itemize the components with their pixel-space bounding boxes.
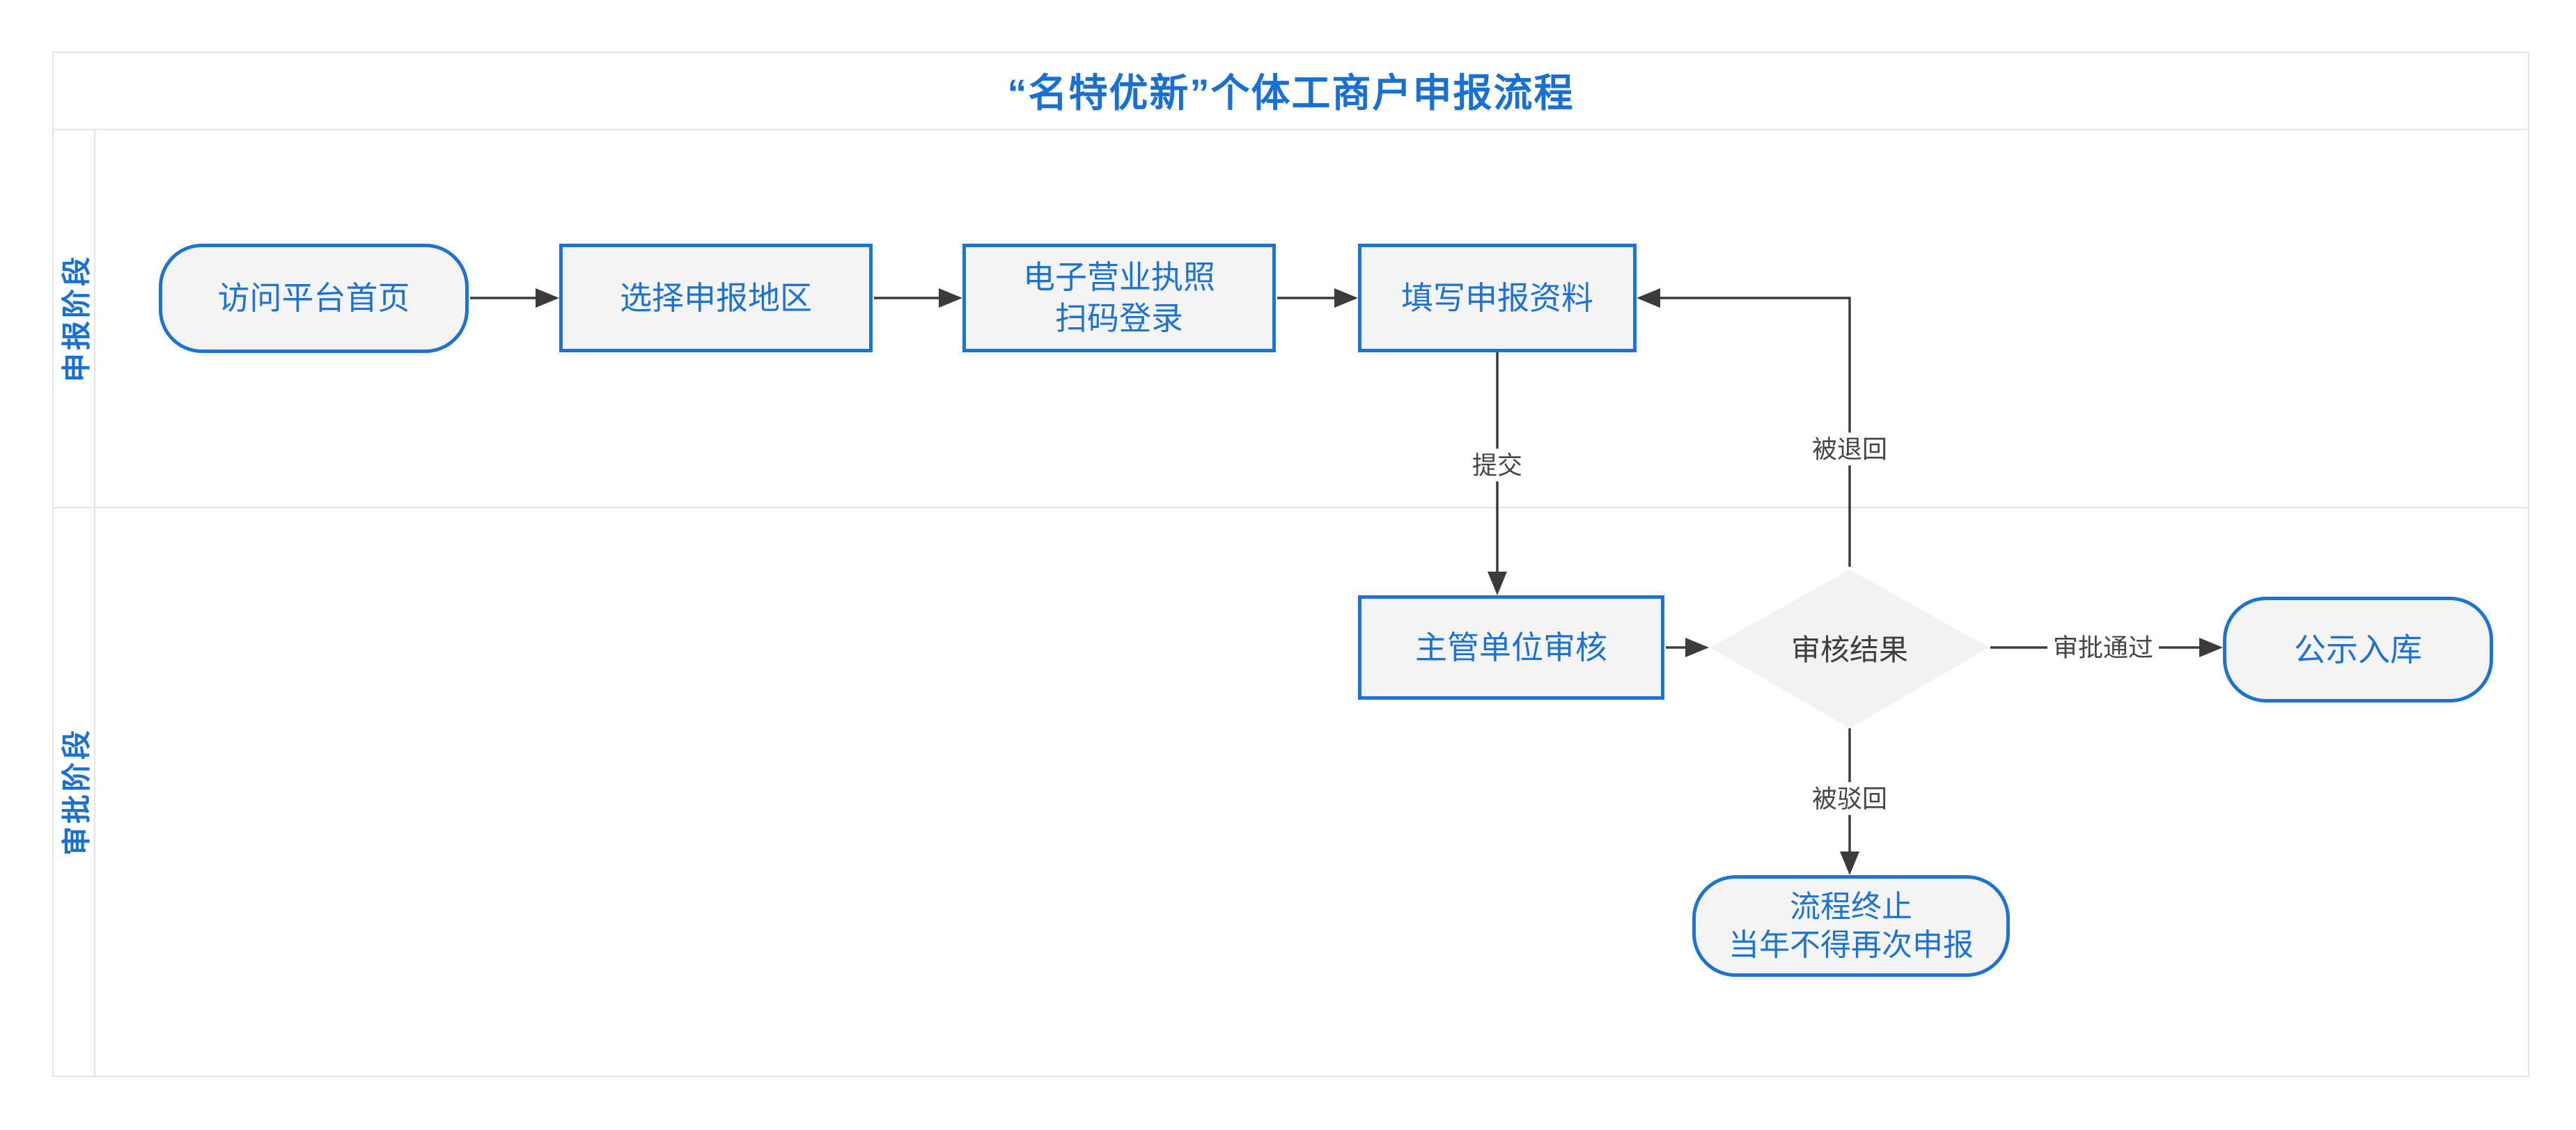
node-publish-storage: 公示入库: [2223, 597, 2493, 703]
node-process-terminate-line1: 流程终止: [1790, 890, 1912, 924]
node-license-scan-login-line1: 电子营业执照: [1023, 259, 1215, 296]
title-divider-line: [52, 129, 2529, 130]
flowchart-frame: [52, 52, 2529, 1077]
lane-label-approve-phase: 审批阶段: [60, 727, 93, 856]
node-unit-review-label: 主管单位审核: [1415, 629, 1607, 666]
node-publish-storage-label: 公示入库: [2294, 631, 2422, 668]
edge-label-rejected: 被驳回: [1806, 782, 1894, 815]
node-license-scan-login-line2: 扫码登录: [1055, 300, 1183, 336]
edge-label-approved: 审批通过: [2047, 631, 2160, 664]
node-fill-materials: 填写申报资料: [1358, 244, 1637, 352]
node-select-region: 选择申报地区: [559, 244, 873, 352]
node-unit-review: 主管单位审核: [1358, 595, 1664, 700]
node-process-terminate: 流程终止 当年不得再次申报: [1692, 875, 2010, 977]
lane-label-column-line: [94, 129, 95, 1077]
page-title: “名特优新”个体工商户申报流程: [1007, 71, 1575, 115]
node-select-region-label: 选择申报地区: [620, 279, 812, 316]
edge-label-returned: 被退回: [1806, 432, 1894, 466]
lane-divider-line: [52, 507, 2529, 508]
node-visit-homepage: 访问平台首页: [159, 244, 469, 353]
node-decision-result-label: 审核结果: [1790, 633, 1908, 666]
node-process-terminate-line2: 当年不得再次申报: [1728, 928, 1974, 962]
node-visit-homepage-label: 访问平台首页: [217, 280, 410, 317]
node-license-scan-login: 电子营业执照 扫码登录: [962, 244, 1276, 352]
lane-label-declare-phase: 申报阶段: [60, 253, 93, 383]
node-fill-materials-label: 填写申报资料: [1401, 279, 1593, 316]
edge-label-submit: 提交: [1466, 448, 1529, 482]
